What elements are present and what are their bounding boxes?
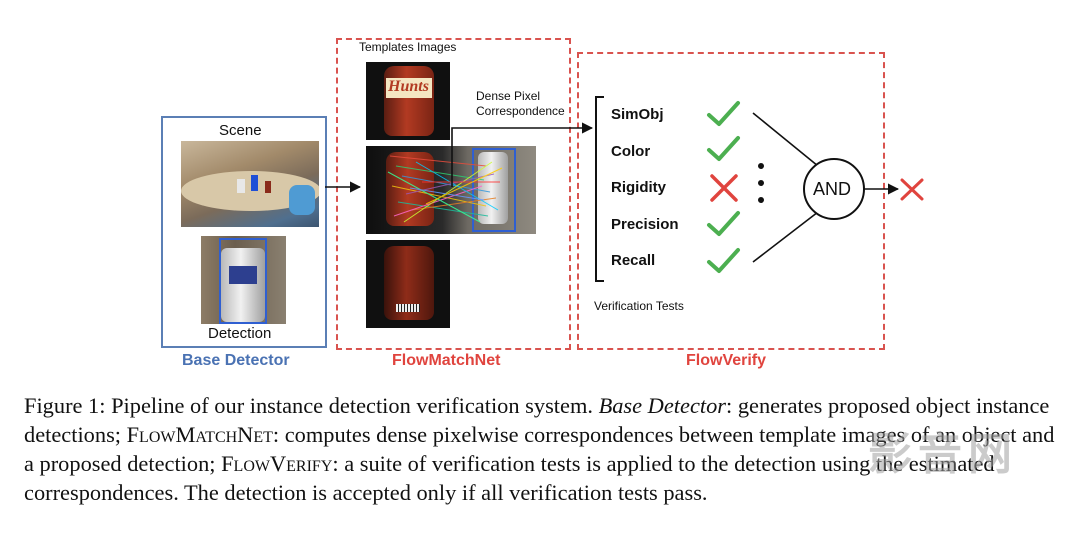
flowmatchnet-title: FlowMatchNet [392,352,501,369]
detection-image [201,236,286,324]
test-label-precision: Precision [611,216,679,233]
caption-figure-label: Figure 1: [24,393,106,418]
arrow-match-to-verify [451,122,594,187]
caption-flowverify: FlowVerify [221,451,333,476]
check-icon-recall [707,248,740,273]
caption-base-detector: Base Detector [598,393,727,418]
caption-part-4: : a suite of verification tests is appli… [24,451,995,505]
dense-label-line1: Dense Pixel [476,89,541,103]
figure: Scene Detection Base Detector Templates … [161,38,924,369]
figure-graphics [325,96,924,282]
and-input-bottom [752,211,819,263]
check-icon-simobj [707,101,740,126]
tests-bracket [595,96,604,282]
cross-icon-rigidity [710,174,738,202]
test-label-recall: Recall [611,252,656,269]
figure-caption: Figure 1: Pipeline of our instance detec… [24,391,1064,507]
template-image-1: Hunts [366,62,450,140]
base-detector-panel [161,116,327,348]
ellipsis-dots [758,163,764,203]
flowverify-title: FlowVerify [686,352,767,369]
test-label-simobj: SimObj [611,106,664,123]
and-label: AND [813,179,852,199]
cross-icon-final [900,178,924,201]
scene-image [181,141,319,227]
flowmatchnet-panel [336,38,571,350]
watermark: 影音网 [868,430,1018,479]
flowverify-panel [577,52,885,350]
templates-images-label: Templates Images [359,40,457,54]
dense-label-line2: Correspondence [476,104,565,118]
template-image-2 [366,240,450,328]
scene-label: Scene [219,122,262,139]
template-can-text: Hunts [388,78,429,95]
correspondence-image [366,146,536,234]
correspondence-lines [387,155,503,223]
check-icon-precision [707,211,740,236]
caption-flowmatchnet: FlowMatchNet [126,422,273,447]
caption-part-2: : generates proposed object instance det… [24,393,1050,447]
dense-pixel-correspondence-label: Dense Pixel Correspondence [476,89,565,119]
test-label-rigidity: Rigidity [611,179,666,196]
caption-part-1: Pipeline of our instance detection verif… [105,393,599,418]
check-icon-color [707,136,740,161]
verification-tests-label: Verification Tests [594,299,684,313]
base-detector-title: Base Detector [182,352,290,369]
test-label-color: Color [611,143,651,160]
detection-label: Detection [208,325,272,342]
caption-part-3: : computes dense pixelwise correspondenc… [24,422,1055,476]
and-input-top [752,112,819,167]
